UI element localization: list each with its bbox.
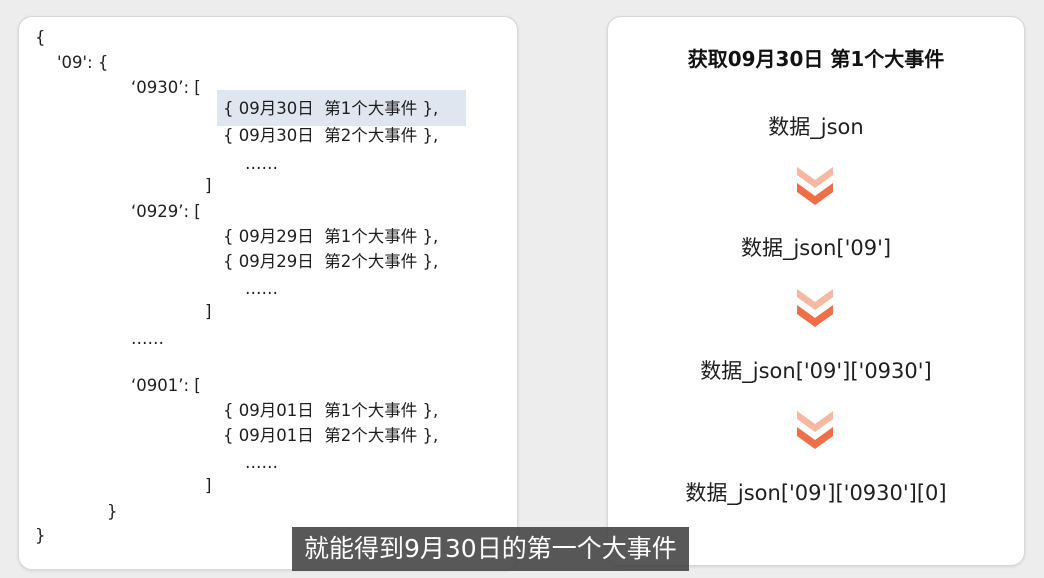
step-expression: 数据_json['09']['0930'][0] [685,481,947,505]
code-line: …… [131,329,164,348]
code-line: …… [245,279,278,298]
code-line: { 09月30日 第2个大事件 }, [223,126,439,145]
step-expression: 数据_json['09']['0930'] [700,359,932,383]
code-line: { 09月30日 第1个大事件 }, [223,99,439,118]
panel-title: 获取09月30日 第1个大事件 [687,47,945,71]
chevron-down-icon [797,289,833,327]
highlighted-entry [217,90,466,126]
code-line: …… [245,453,278,472]
json-structure-panel: { '09': { ‘0930’: [ { 09月30日 第1个大事件 }, {… [18,16,518,570]
chevron-down-icon [797,167,833,205]
code-line: { 09月01日 第1个大事件 }, [223,401,439,420]
chevron-down-icon [797,411,833,449]
code-line: } [107,502,118,521]
code-line: ‘0929’: [ [131,202,201,221]
code-line: '09': { [57,53,109,72]
code-line: ‘0930’: [ [131,78,201,97]
code-line: { [35,28,46,47]
code-line: { 09月29日 第1个大事件 }, [223,227,439,246]
code-line: ] [205,176,212,195]
step-expression: 数据_json [768,115,864,139]
code-line: } [35,526,46,545]
code-line: ] [205,476,212,495]
code-line: ] [205,302,212,321]
code-line: ‘0901’: [ [131,376,201,395]
code-line: …… [245,154,278,173]
access-steps-panel: 获取09月30日 第1个大事件 数据_json 数据_json['09'] 数据… [607,16,1025,566]
subtitle-caption: 就能得到9月30日的第一个大事件 [292,527,689,571]
step-expression: 数据_json['09'] [740,236,892,260]
code-line: { 09月29日 第2个大事件 }, [223,252,439,271]
code-line: { 09月01日 第2个大事件 }, [223,426,439,445]
